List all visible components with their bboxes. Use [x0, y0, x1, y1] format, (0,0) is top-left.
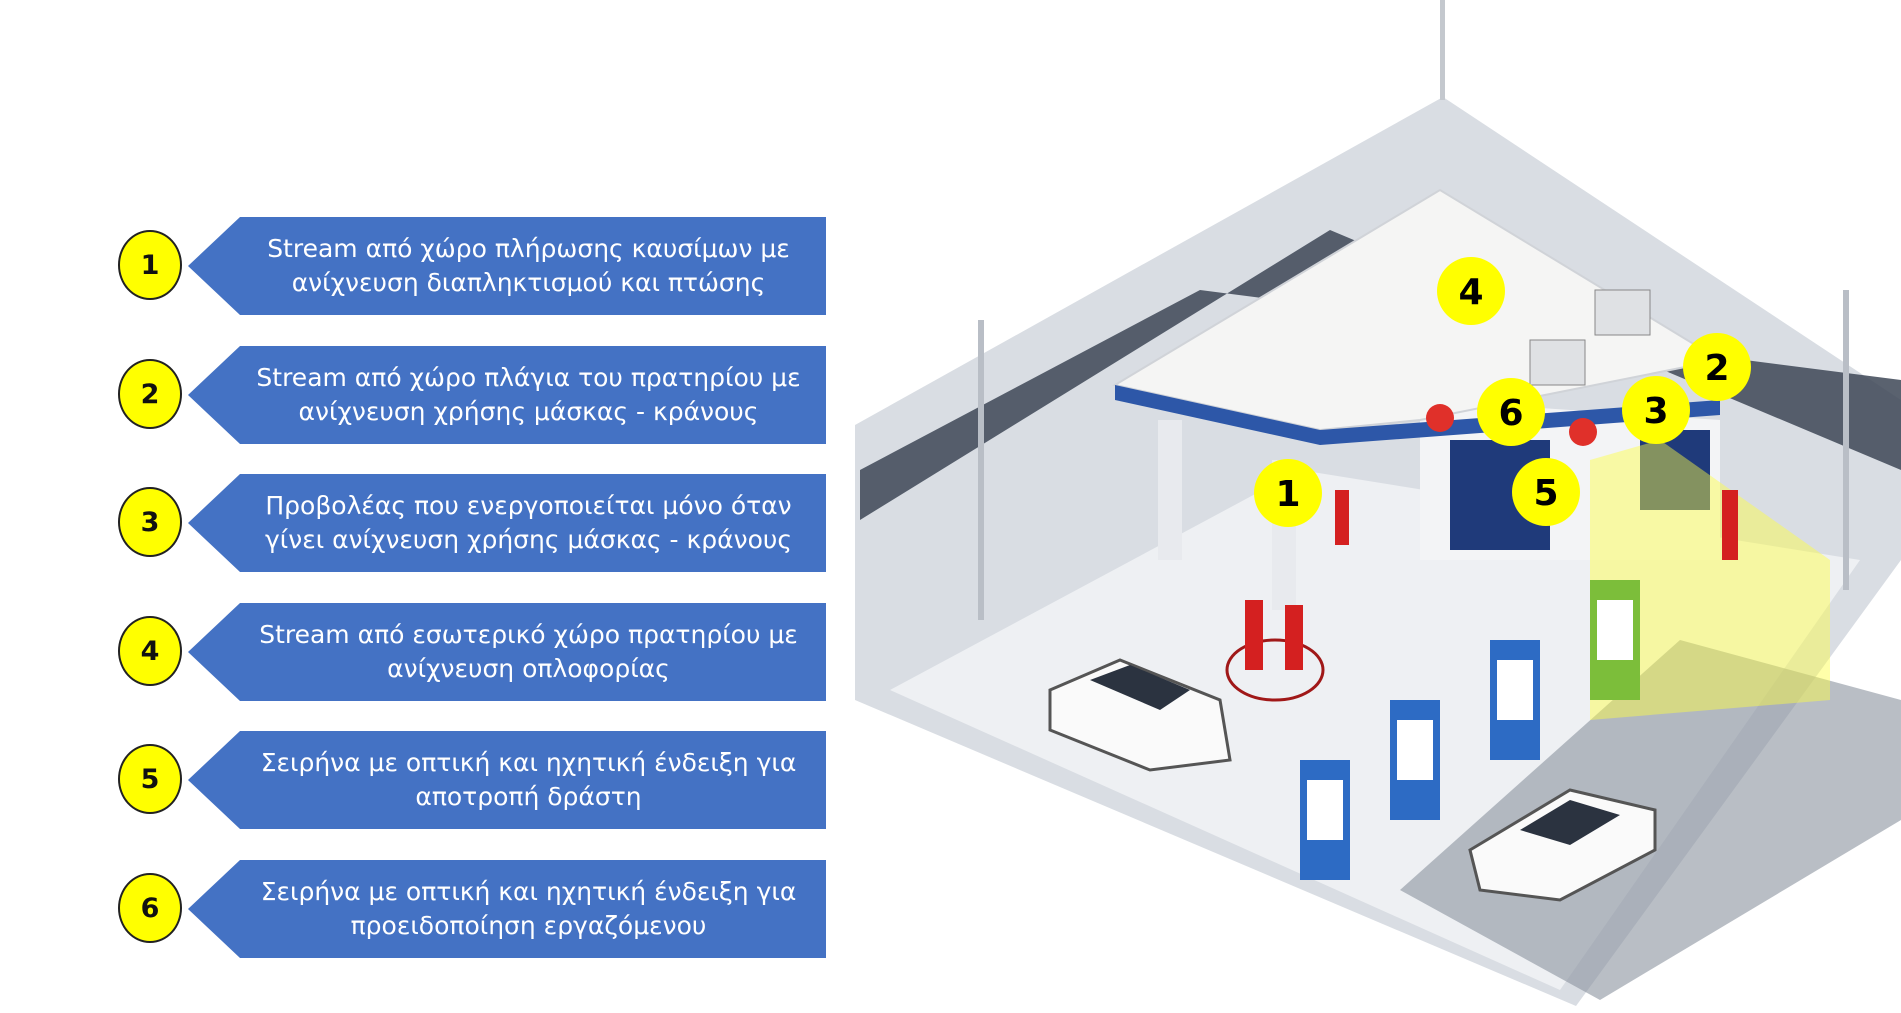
legend-arrow: [188, 731, 826, 829]
canopy-pillar: [1158, 420, 1182, 560]
legend-text: Προβολέας που ενεργοποιείται μόνο όταν γ…: [264, 491, 793, 554]
marker-2: 2: [1683, 333, 1751, 401]
person-masked: [1722, 490, 1738, 560]
car: [1048, 658, 1232, 772]
marker-6: 6: [1477, 378, 1545, 446]
legend-text: Stream από χώρο πλάγια του πρατηρίου με …: [256, 363, 801, 426]
legend-item-2: Stream από χώρο πλάγια του πρατηρίου με …: [116, 346, 826, 444]
person-worker: [1335, 490, 1349, 545]
marker-3: 3: [1622, 376, 1690, 444]
siren-icon: [1426, 404, 1454, 432]
spotlight-beam: [1590, 440, 1830, 720]
fuel-pumps: [1300, 580, 1640, 880]
legend-text: Σειρήνα με οπτική και ηχητική ένδειξη γι…: [260, 748, 797, 811]
legend-arrow: [188, 603, 826, 701]
svg-text:1: 1: [1275, 474, 1300, 515]
svg-text:6: 6: [1498, 393, 1523, 434]
ac-unit: [1529, 339, 1586, 386]
svg-text:2: 2: [1704, 348, 1729, 389]
legend-arrow: [188, 860, 826, 958]
number-badge: 2: [118, 359, 182, 429]
car: [1468, 788, 1657, 902]
person-fighting: [1245, 600, 1303, 670]
number-badge: 5: [118, 744, 182, 814]
svg-text:4: 4: [1458, 272, 1483, 313]
legend-arrow: [188, 474, 826, 572]
marker-4: 4: [1437, 257, 1505, 325]
marker-5: 5: [1512, 458, 1580, 526]
legend-text: Stream από εσωτερικό χώρο πρατηρίου με α…: [259, 620, 798, 683]
gas-station-illustration: 1 2 3 4 5 6: [855, 0, 1901, 1006]
canopy-edge: [1115, 385, 1320, 445]
legend-arrow: [188, 346, 826, 444]
legend-arrow: [188, 217, 826, 315]
number-badge: 4: [118, 616, 182, 686]
light-pole: [1843, 290, 1849, 590]
marker-1: 1: [1254, 459, 1322, 527]
number-badge: 1: [118, 230, 182, 300]
antenna: [1440, 0, 1445, 100]
ac-unit: [1594, 289, 1651, 336]
legend-item-1: Stream από χώρο πλήρωσης καυσίμων με ανί…: [116, 217, 826, 315]
legend-item-6: Σειρήνα με οπτική και ηχητική ένδειξη γι…: [116, 860, 826, 958]
svg-text:5: 5: [1533, 473, 1558, 514]
legend-text: Σειρήνα με οπτική και ηχητική ένδειξη γι…: [260, 877, 797, 940]
siren-icon: [1569, 418, 1597, 446]
legend-item-5: Σειρήνα με οπτική και ηχητική ένδειξη γι…: [116, 731, 826, 829]
light-pole: [978, 320, 984, 620]
legend-item-3: Προβολέας που ενεργοποιείται μόνο όταν γ…: [116, 474, 826, 572]
number-badge: 6: [118, 873, 182, 943]
number-badge: 3: [118, 487, 182, 557]
svg-text:3: 3: [1643, 391, 1668, 432]
incident-zone: [1225, 638, 1325, 702]
legend-item-4: Stream από εσωτερικό χώρο πρατηρίου με α…: [116, 603, 826, 701]
legend-text: Stream από χώρο πλήρωσης καυσίμων με ανί…: [267, 234, 790, 297]
